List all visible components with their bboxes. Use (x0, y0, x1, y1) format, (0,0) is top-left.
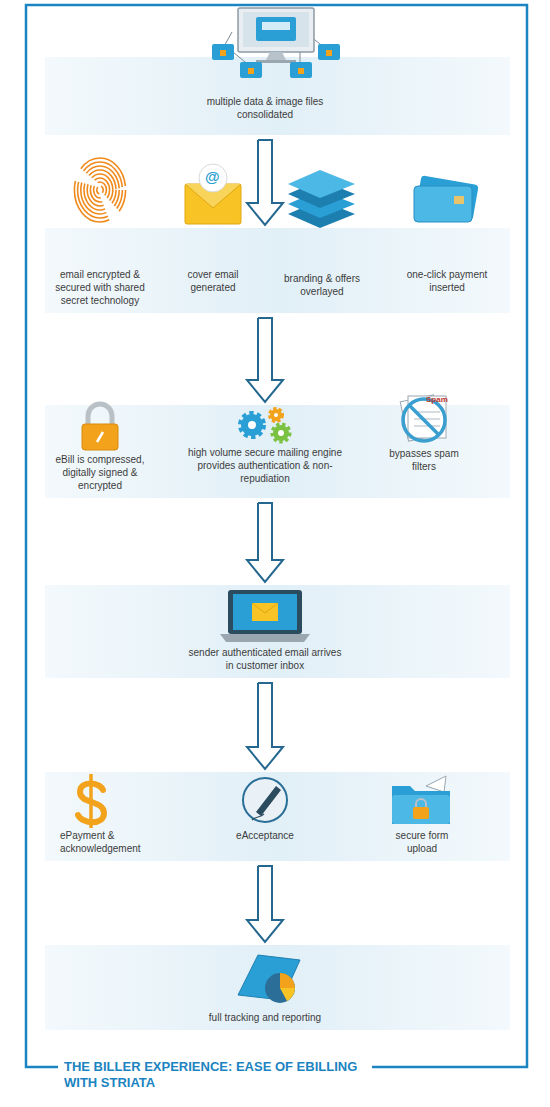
step-caption: ePayment & acknowledgement (60, 829, 160, 855)
lock-icon (82, 404, 118, 450)
band-fill (45, 228, 510, 313)
step-caption: email encrypted & secured with shared se… (50, 268, 150, 307)
icon-label: Spam (426, 396, 448, 404)
caption-holder: eBill is compressed, digitally signed & … (50, 453, 150, 492)
caption-holder: email encrypted & secured with shared se… (50, 268, 150, 307)
frame (26, 5, 527, 1067)
caption-holder: secure form upload (380, 829, 464, 855)
flow-arrow (247, 140, 283, 225)
flow-arrow (247, 318, 283, 402)
step-band: multiple data & image files consolidated (45, 57, 510, 135)
step-band: full tracking and reporting (45, 945, 510, 1030)
flow-arrow (247, 683, 283, 769)
caption-holder: cover email generated (177, 268, 249, 294)
caption-holder: eAcceptance (215, 829, 315, 842)
report-icon (238, 955, 300, 1003)
step-caption: bypasses spam filters (382, 447, 466, 473)
layers-icon (288, 170, 355, 228)
caption-holder: one-click payment inserted (406, 268, 488, 294)
flow-arrow (247, 866, 283, 942)
step-band: sender authenticated email arrives in cu… (45, 585, 510, 678)
caption-holder: ePayment & acknowledgement (60, 829, 160, 855)
step-caption: eAcceptance (215, 829, 315, 842)
step-caption: secure form upload (380, 829, 464, 855)
flow-arrow (247, 503, 283, 582)
envelope-icon (185, 164, 241, 224)
step-caption: full tracking and reporting (175, 1011, 355, 1024)
caption-holder: full tracking and reporting (175, 1011, 355, 1024)
step-caption: sender authenticated email arrives in cu… (185, 646, 345, 672)
fingerprint-icon (74, 158, 125, 222)
caption-holder: branding & offers overlayed (266, 272, 378, 298)
step-caption: high volume secure mailing engine provid… (188, 446, 342, 485)
caption-holder: sender authenticated email arrives in cu… (185, 646, 345, 672)
diagram-title: THE BILLER EXPERIENCE: EASE OF EBILLING … (60, 1059, 368, 1091)
icon-label: @ (205, 169, 220, 184)
step-band: email encrypted & secured with shared se… (45, 228, 510, 313)
band-fill (45, 57, 510, 135)
step-caption: cover email generated (177, 268, 249, 294)
monitor-icon (212, 8, 340, 78)
band-fill (45, 585, 510, 678)
step-band: ePayment & acknowledgement eAcceptance sec… (45, 772, 510, 861)
band-fill (45, 772, 510, 861)
step-caption: multiple data & image files consolidated (185, 95, 345, 121)
caption-holder: bypasses spam filters (382, 447, 466, 473)
dollar-icon (78, 774, 104, 828)
step-band: eBill is compressed, digitally signed & … (45, 405, 510, 498)
pen-icon (243, 778, 287, 822)
step-caption: one-click payment inserted (406, 268, 488, 294)
laptop-icon (220, 590, 310, 642)
gears-icon (241, 409, 289, 441)
step-caption: eBill is compressed, digitally signed & … (50, 453, 150, 492)
folder-icon (392, 776, 450, 824)
band-fill (45, 945, 510, 1030)
card-icon (414, 175, 479, 222)
caption-holder: high volume secure mailing engine provid… (188, 446, 342, 485)
step-caption: branding & offers overlayed (266, 272, 378, 298)
caption-holder: multiple data & image files consolidated (185, 95, 345, 121)
